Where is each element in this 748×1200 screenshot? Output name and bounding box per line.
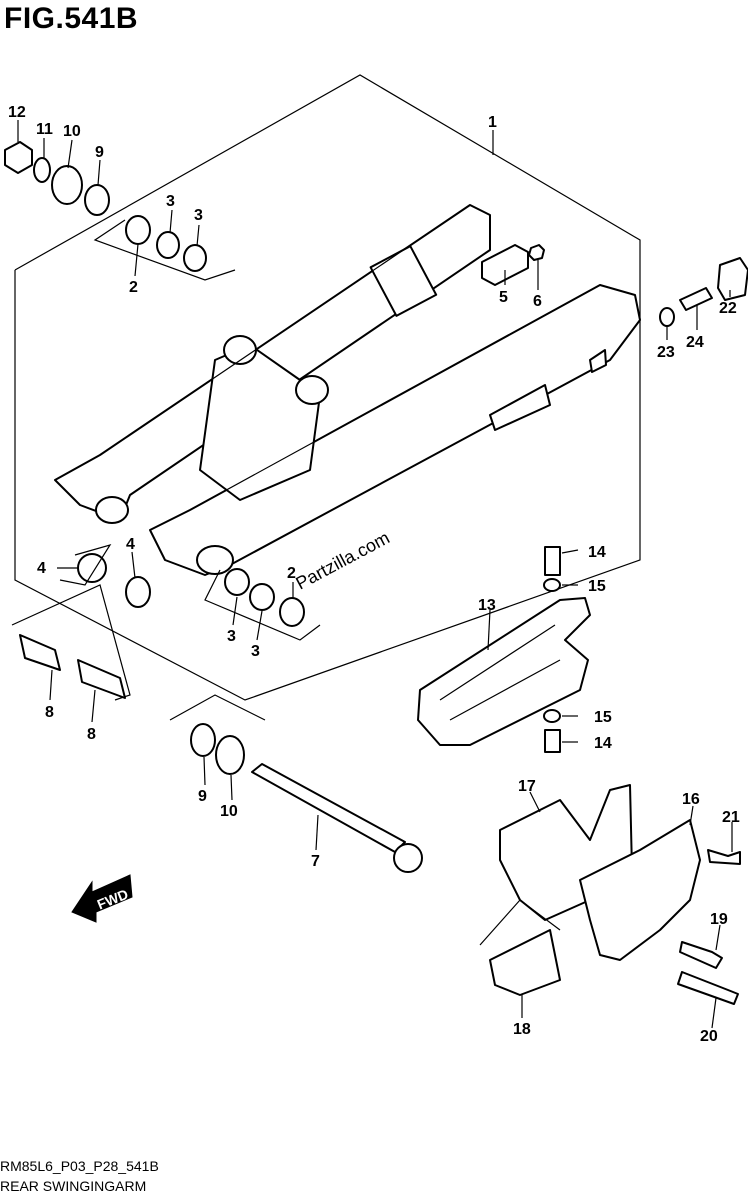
callout-4-left: 4 — [37, 560, 46, 577]
callout-3-low-a: 3 — [227, 628, 236, 645]
callout-14-low: 14 — [594, 735, 612, 752]
callout-14-top: 14 — [588, 544, 606, 561]
callout-7: 7 — [311, 853, 320, 870]
callout-3-top-b: 3 — [194, 207, 203, 224]
swingarm-body-part-1 — [54, 204, 641, 576]
collar-part-10 — [51, 165, 83, 205]
washer-part-11 — [33, 157, 51, 183]
pivot-shaft-part-7 — [251, 763, 406, 853]
bolt-part-21 — [707, 849, 741, 865]
callout-8-a: 8 — [45, 704, 54, 721]
spacer-part-8-b — [77, 659, 126, 699]
guard-part-16 — [579, 819, 701, 961]
watermark-text: Partzilla.com — [292, 528, 392, 594]
washer-part-9-low — [190, 723, 216, 757]
leader-lines — [17, 120, 733, 1029]
callout-18: 18 — [513, 1021, 531, 1038]
nut-part-12 — [4, 141, 33, 174]
adjuster-part-22 — [717, 257, 748, 301]
callout-9-low: 9 — [198, 788, 207, 805]
bolt-part-14-top — [544, 546, 561, 576]
pivot-shaft-head — [393, 843, 423, 873]
bolt-part-20 — [677, 971, 739, 1005]
callout-23: 23 — [657, 344, 675, 361]
chain-guide-part-13 — [417, 597, 591, 746]
figure-code: RM85L6_P03_P28_541B — [0, 1158, 159, 1174]
callout-11: 11 — [36, 121, 53, 138]
collar-part-15-top — [543, 578, 561, 592]
figure-title: FIG.541B — [4, 2, 139, 35]
callout-3-top-a: 3 — [166, 193, 175, 210]
callout-22: 22 — [719, 300, 737, 317]
callout-10-low: 10 — [220, 803, 238, 820]
figure-name: REAR SWINGINGARM — [0, 1178, 147, 1194]
callout-5: 5 — [499, 289, 508, 306]
bolt-part-14-low — [544, 729, 561, 753]
plate-part-5 — [481, 244, 529, 286]
callout-4-right: 4 — [126, 536, 135, 553]
washer-part-9 — [84, 184, 110, 216]
callout-6: 6 — [533, 293, 542, 310]
seal-part-4-right — [125, 576, 151, 608]
forward-direction-arrow: FWD — [71, 874, 133, 923]
callout-13: 13 — [478, 597, 496, 614]
swingarm-assembly-frame — [14, 74, 641, 701]
callout-17: 17 — [518, 778, 536, 795]
screw-part-6 — [528, 244, 545, 261]
bearing-part-3-low-b — [249, 583, 275, 611]
bolt-part-19 — [679, 941, 723, 969]
bearing-part-3-low-a — [224, 568, 250, 596]
callout-9-top: 9 — [95, 144, 104, 161]
callout-3-low-b: 3 — [251, 643, 260, 660]
callout-15-low: 15 — [594, 709, 612, 726]
callout-20: 20 — [700, 1028, 718, 1045]
callout-15-top: 15 — [588, 578, 606, 595]
collar-part-10-low — [215, 735, 245, 775]
callout-8-b: 8 — [87, 726, 96, 743]
callout-labels: 1 12 11 10 9 3 3 2 5 6 23 24 22 4 4 2 3 … — [8, 104, 740, 1045]
block-part-18 — [489, 929, 561, 996]
nut-part-23 — [659, 307, 675, 327]
callout-12: 12 — [8, 104, 26, 121]
callout-2-top: 2 — [129, 279, 138, 296]
bearing-part-3-top-b — [183, 244, 207, 272]
collar-part-15-low — [543, 709, 561, 723]
callout-1: 1 — [488, 114, 497, 131]
callout-24: 24 — [686, 334, 704, 351]
bearing-part-3-top-a — [156, 231, 180, 259]
dust-seal-part-2-low — [279, 597, 305, 627]
dust-seal-part-2-top — [125, 215, 151, 245]
callout-19: 19 — [710, 911, 728, 928]
callout-2-low: 2 — [287, 565, 296, 582]
callout-16: 16 — [682, 791, 700, 808]
bolt-part-24 — [679, 287, 713, 311]
callout-21: 21 — [722, 809, 740, 826]
spacer-part-8-a — [19, 634, 61, 671]
callout-10-top: 10 — [63, 123, 81, 140]
